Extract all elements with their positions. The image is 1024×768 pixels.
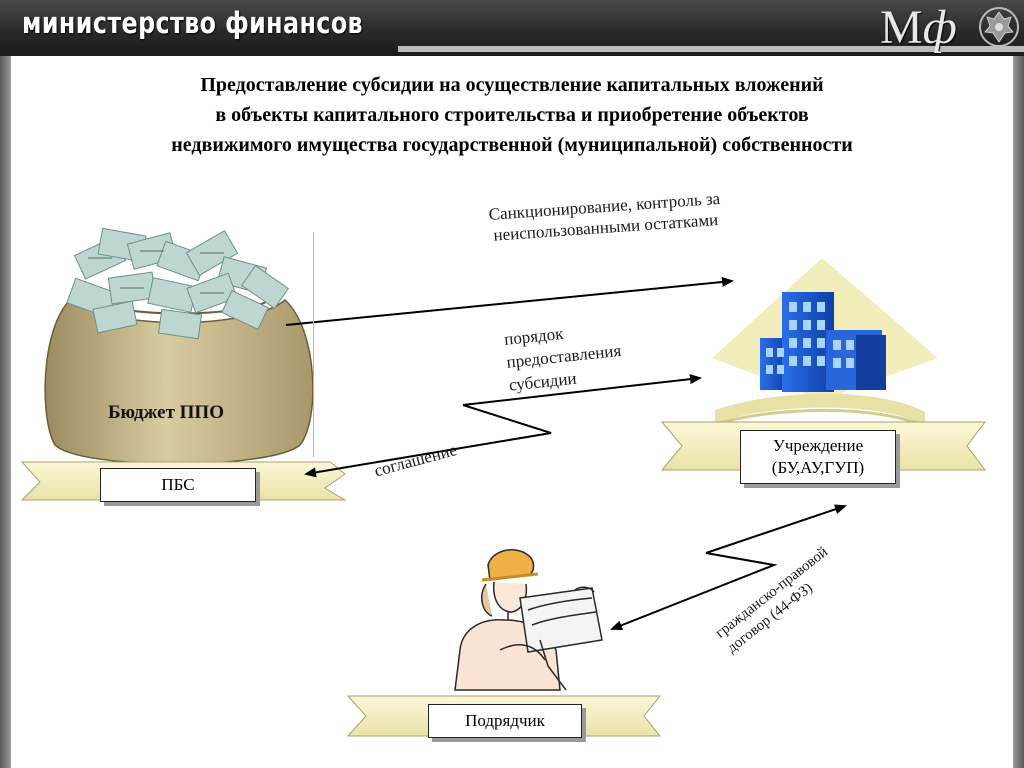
ministry-logo: Мф xyxy=(880,0,957,55)
logo-letter-f: ф xyxy=(922,1,957,54)
arrow-agreement xyxy=(304,404,552,478)
ministry-name: министерство финансов xyxy=(22,6,364,40)
arrow-order xyxy=(462,374,702,406)
institution-types: (БУ,АУ,ГУП) xyxy=(771,458,865,477)
title-line-3: недвижимого имущества государственной (м… xyxy=(171,134,853,156)
office-building-icon xyxy=(711,258,938,430)
money-sack-icon xyxy=(44,227,314,465)
pbs-box: ПБС xyxy=(100,468,256,502)
contractor-box: Подрядчик xyxy=(428,704,582,738)
title-line-1: Предоставление субсидии на осуществление… xyxy=(200,74,824,96)
institution-box: Учреждение (БУ,АУ,ГУП) xyxy=(740,430,896,484)
header-stripe xyxy=(398,46,1024,52)
header-bar: министерство финансов Мф xyxy=(0,0,1024,56)
institution-name: Учреждение xyxy=(772,436,864,455)
arrow-sanction xyxy=(285,277,734,326)
engineer-with-blueprints-icon xyxy=(454,549,603,691)
left-frame xyxy=(0,56,11,768)
slide-title: Предоставление субсидии на осуществление… xyxy=(40,70,984,160)
logo-letter-m: М xyxy=(880,1,923,54)
right-frame xyxy=(1013,56,1024,768)
ministry-emblem-icon xyxy=(979,7,1019,47)
arrow-contract xyxy=(610,504,847,630)
title-line-2: в объекты капитального строительства и п… xyxy=(215,104,809,126)
divider-line xyxy=(313,232,314,457)
order-label: порядок предоставления субсидии xyxy=(503,316,625,397)
budget-label: Бюджет ППО xyxy=(108,402,224,423)
